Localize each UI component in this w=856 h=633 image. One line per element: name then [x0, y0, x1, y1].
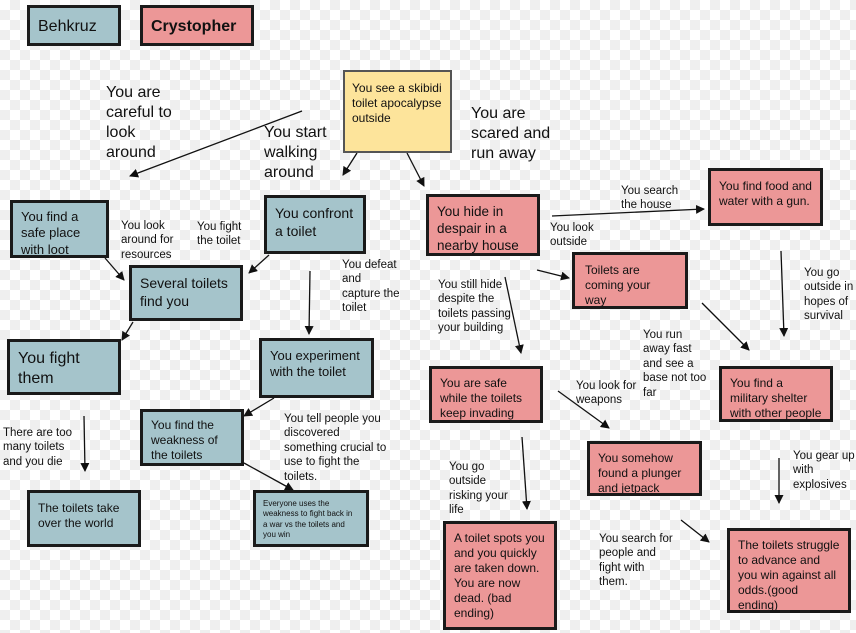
- arrow-experiment-weakness: [243, 397, 275, 417]
- choice-careful: You are careful to look around: [106, 84, 172, 161]
- label-look-resources: You look around for resources: [121, 220, 174, 261]
- box-experiment: You experiment with the toilet: [259, 338, 374, 398]
- box-plunger: You somehow found a plunger and jetpack: [587, 441, 702, 496]
- arrow-several-fight: [121, 321, 134, 341]
- box-food-water: You find food and water with a gun.: [708, 168, 823, 226]
- box-safe-place: You find a safe place with loot: [10, 200, 109, 258]
- box-toilets-take: The toilets take over the world: [27, 490, 141, 547]
- arrow-start-careful: [129, 110, 303, 178]
- label-gear-up: You gear up with explosives: [793, 450, 855, 491]
- arrow-confront-experiment: [304, 270, 314, 335]
- legend-crystopher: Crystopher: [140, 5, 254, 46]
- start-box: You see a skibidi toilet apocalypse outs…: [343, 70, 452, 153]
- box-everyone-uses: Everyone uses the weakness to fight back…: [253, 490, 369, 547]
- arrow-hide-coming: [536, 269, 570, 281]
- arrow-hide-safe: [504, 276, 524, 354]
- box-spotted: A toilet spots you and you quickly are t…: [443, 521, 557, 630]
- label-go-outside-risk: You go outside risking your life: [449, 461, 508, 517]
- arrow-safe-plunger: [557, 390, 610, 429]
- legend-behkruz: Behkruz: [27, 5, 121, 46]
- arrow-weakness-everyone: [243, 462, 294, 491]
- arrow-safe-several: [104, 257, 125, 281]
- arrow-start-scared: [406, 152, 425, 187]
- label-look-outside: You look outside: [550, 222, 594, 249]
- box-safe-while: You are safe while the toilets keep inva…: [429, 366, 543, 423]
- label-search-house: You search the house: [621, 185, 679, 212]
- label-run-away-fast: You run away fast and see a base not too…: [643, 329, 707, 399]
- choice-walking: You start walking around: [264, 124, 327, 181]
- arrow-start-walking: [342, 152, 358, 176]
- label-defeat-capture: You defeat and capture the toilet: [342, 259, 400, 315]
- box-struggle: The toilets struggle to advance and you …: [727, 528, 851, 613]
- label-fight-toilet: You fight the toilet: [197, 221, 242, 248]
- arrow-fight-take: [80, 415, 90, 472]
- label-look-weapons: You look for weapons: [576, 380, 637, 407]
- arrow-food-military: [779, 250, 789, 337]
- box-confront: You confront a toilet: [264, 195, 366, 254]
- label-go-outside-hopes: You go outside in hopes of survival: [804, 267, 854, 323]
- box-hide: You hide in despair in a nearby house: [426, 194, 540, 256]
- choice-scared: You are scared and run away: [471, 105, 551, 162]
- box-fight-them: You fight them: [7, 339, 121, 395]
- box-coming-way: Toilets are coming your way: [572, 252, 688, 309]
- arrow-plunger-struggle: [680, 519, 710, 543]
- box-find-weakness: You find the weakness of the toilets: [140, 409, 244, 466]
- arrow-coming-military: [701, 302, 750, 351]
- arrow-confront-several: [248, 254, 270, 274]
- label-tell-people: You tell people you discovered something…: [284, 413, 387, 483]
- label-too-many: There are too many toilets and you die: [3, 427, 73, 468]
- label-still-hide: You still hide despite the toilets passi…: [438, 279, 511, 335]
- box-several-toilets: Several toilets find you: [129, 265, 243, 321]
- label-search-people: You search for people and fight with the…: [599, 533, 673, 589]
- arrow-hide-food: [551, 204, 705, 217]
- box-military: You find a military shelter with other p…: [719, 366, 833, 422]
- arrow-safe-spotted: [521, 436, 531, 510]
